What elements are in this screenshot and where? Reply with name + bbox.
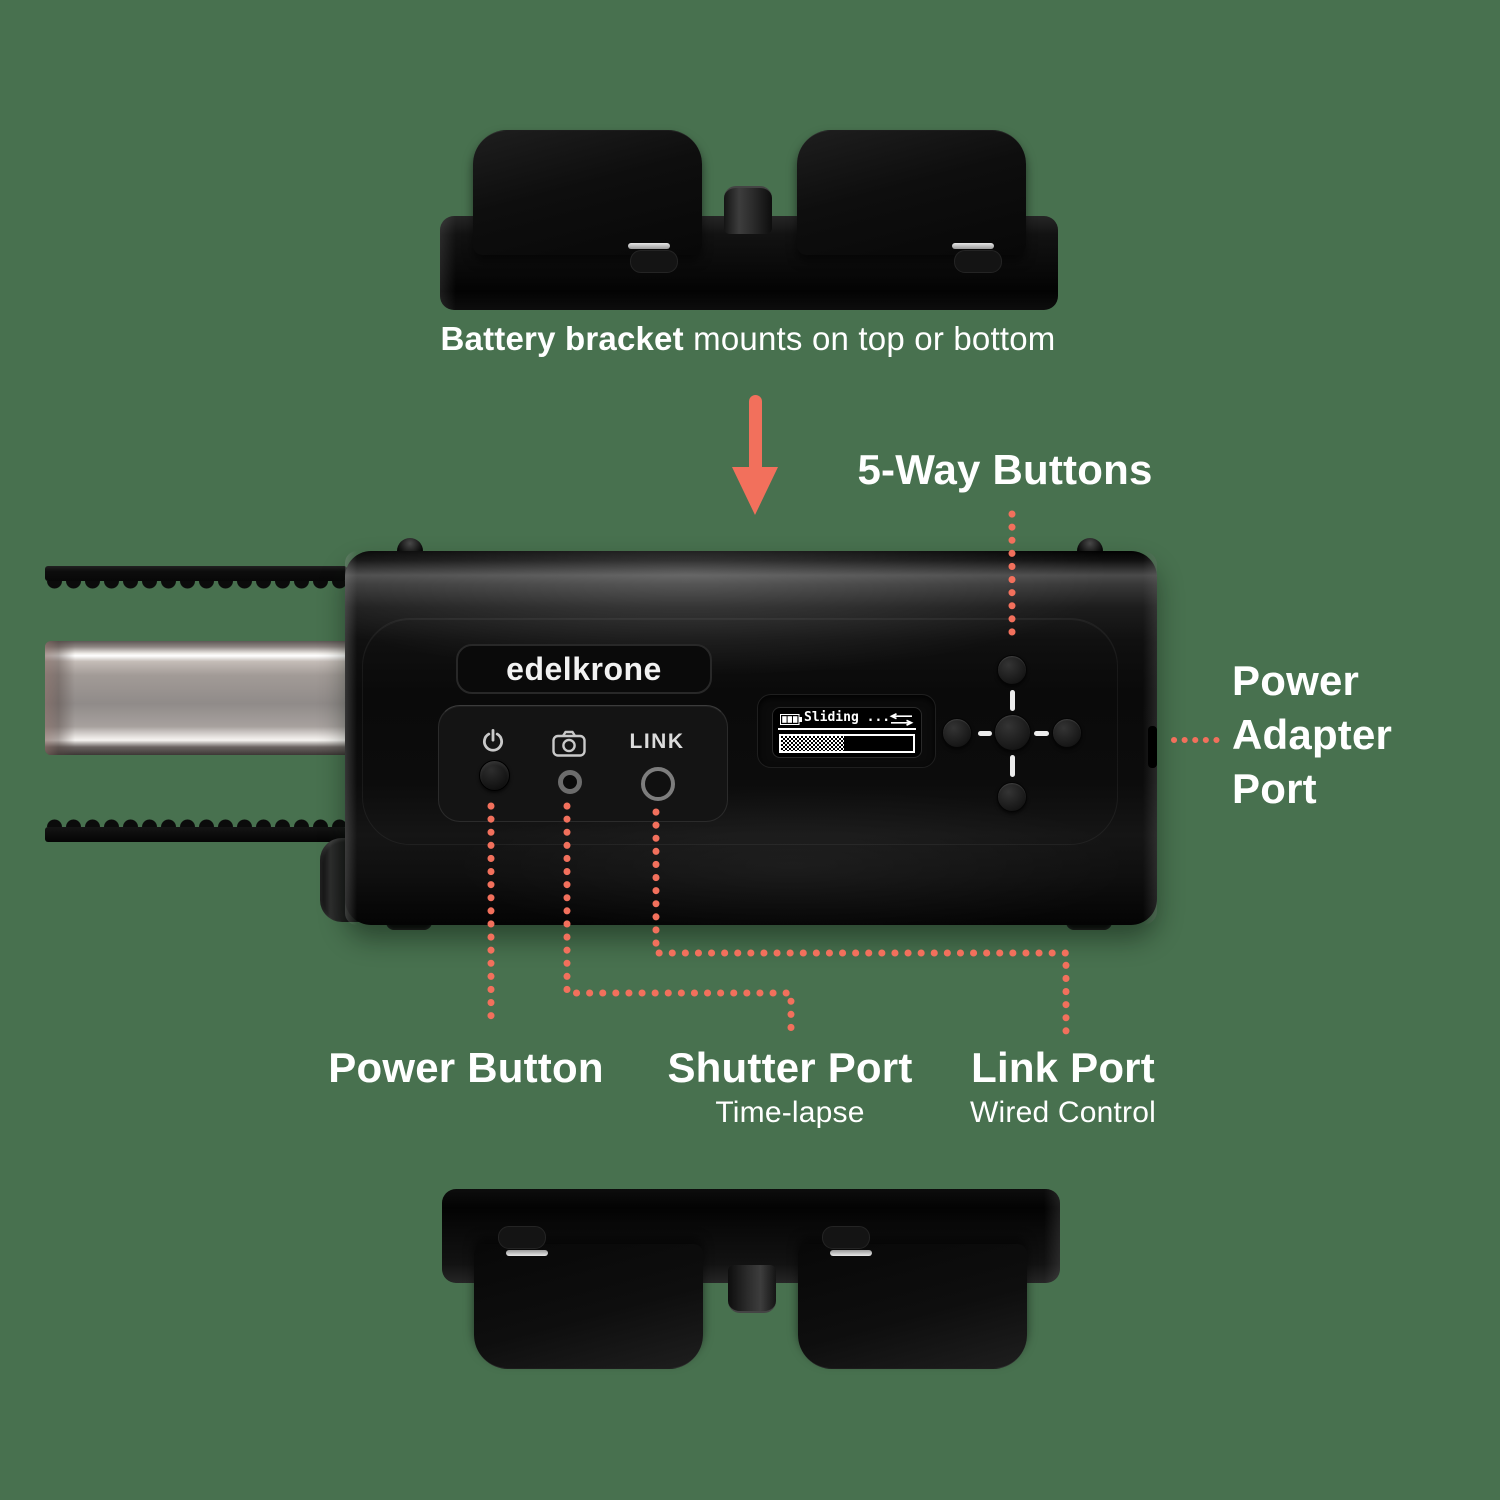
slider-rail [45,641,350,755]
bracket-clamp [822,1226,870,1249]
bracket-clamp [954,250,1002,273]
control-panel: LINK [438,705,728,822]
five-way-left-button [942,718,972,748]
battery-bracket-bottom [440,1186,1060,1371]
drive-belt-bottom [45,818,347,842]
bracket-plate-right [474,1226,703,1369]
bracket-screw [830,1250,872,1256]
arrow-head [732,467,778,515]
drive-belt-top [45,566,347,590]
battery-bracket-top [440,128,1060,313]
power-button [479,760,510,791]
power-adapter-label: Power Adapter Port [1232,657,1393,812]
screen-status-text: Sliding ... [804,710,891,725]
five-way-center-button [994,714,1031,751]
camera-icon [552,730,586,757]
power-button-label: Power Button [328,1044,604,1091]
shutter-port [558,770,582,794]
bracket-mount-knob [724,186,772,234]
bracket-screw [628,243,670,249]
five-way-label: 5-Way Buttons [857,446,1153,493]
caption-rest: mounts on top or bottom [683,320,1056,357]
oled-screen: Sliding ... [772,707,922,758]
screen-divider [778,728,916,730]
link-port-label: Link Port [971,1044,1155,1091]
five-way-right-button [1052,718,1082,748]
bracket-clamp [630,250,678,273]
pad-connector-right [1034,731,1049,736]
bracket-plate-left [473,130,702,273]
link-label: LINK [629,730,685,753]
pad-connector-down [1010,755,1015,777]
battery-bracket-caption: Battery bracket mounts on top or bottom [145,320,1351,358]
brand-plate: edelkrone [456,644,712,694]
rail-end-cap [45,641,75,755]
screen-progress-bar [779,734,915,753]
five-way-down-button [997,782,1027,812]
link-port-sublabel: Wired Control [970,1096,1156,1129]
power-adapter-port [1148,726,1157,768]
screen-progress-fill [781,736,845,751]
bracket-plate-right [797,130,1026,273]
bracket-mount-knob [728,1265,776,1313]
down-arrow [732,395,778,515]
power-icon [482,728,504,752]
bracket-plate-left [798,1226,1027,1369]
shutter-port-sublabel: Time-lapse [715,1096,865,1129]
pad-connector-up [1010,690,1015,711]
pad-connector-left [978,731,992,736]
bracket-clamp [498,1226,546,1249]
shutter-port-label: Shutter Port [667,1044,913,1091]
brand-logo: edelkrone [506,650,662,687]
battery-icon [780,714,802,725]
bracket-screw [952,243,994,249]
five-way-up-button [997,655,1027,685]
left-right-arrows-icon [889,713,914,726]
caption-bold: Battery bracket [440,320,684,357]
arrow-shaft [749,395,762,471]
bracket-screw [506,1250,548,1256]
link-port [641,767,675,801]
